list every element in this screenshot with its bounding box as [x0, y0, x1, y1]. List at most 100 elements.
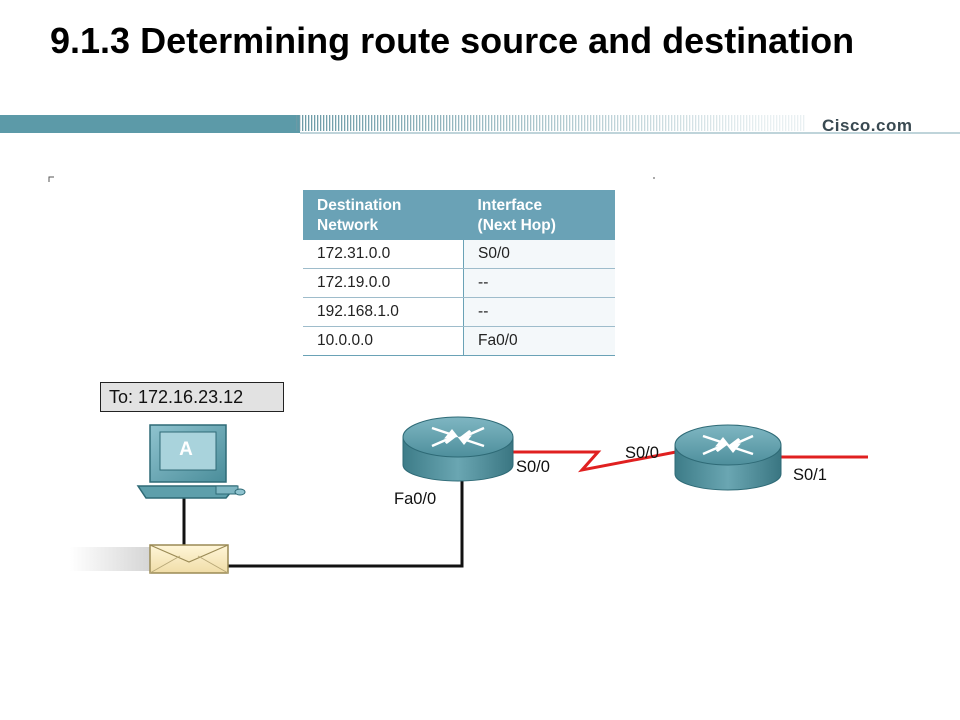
- barcode-stripe: [653, 115, 655, 131]
- barcode-stripe: [719, 115, 721, 131]
- interface-cell: Fa0/0: [463, 326, 615, 356]
- barcode-stripe: [332, 115, 334, 131]
- barcode-stripe: [443, 115, 445, 131]
- interface-cell: --: [463, 268, 615, 298]
- barcode-stripe: [386, 115, 388, 131]
- barcode-stripe: [467, 115, 469, 131]
- host-label: A: [179, 439, 193, 460]
- barcode-stripe: [326, 115, 328, 131]
- table-row: 10.0.0.0 Fa0/0: [303, 326, 615, 356]
- barcode-stripe: [299, 115, 301, 131]
- router2-serial-out-label: S0/1: [793, 466, 827, 484]
- packet-destination-label: To: 172.16.23.12: [100, 382, 284, 412]
- barcode-stripe: [656, 115, 658, 131]
- barcode-stripe: [608, 115, 610, 131]
- barcode-stripe: [488, 115, 490, 131]
- barcode-stripe: [461, 115, 463, 131]
- barcode-stripe: [554, 115, 556, 131]
- barcode-stripe: [458, 115, 460, 131]
- barcode-stripe: [665, 115, 667, 131]
- barcode-stripe: [743, 115, 745, 131]
- barcode-stripe: [722, 115, 724, 131]
- barcode-stripe: [509, 115, 511, 131]
- barcode-stripe: [524, 115, 526, 131]
- barcode-stripe: [635, 115, 637, 131]
- barcode-stripe: [593, 115, 595, 131]
- barcode-stripe: [485, 115, 487, 131]
- barcode-stripe: [464, 115, 466, 131]
- barcode-stripe: [785, 115, 787, 131]
- barcode-stripe: [590, 115, 592, 131]
- barcode-stripe: [539, 115, 541, 131]
- barcode-stripe: [320, 115, 322, 131]
- barcode-stripe: [686, 115, 688, 131]
- barcode-stripe: [392, 115, 394, 131]
- barcode-stripe: [542, 115, 544, 131]
- destination-cell: 172.19.0.0: [303, 268, 465, 298]
- barcode-stripe: [638, 115, 640, 131]
- barcode-stripe: [674, 115, 676, 131]
- barcode-stripe: [629, 115, 631, 131]
- barcode-stripe: [692, 115, 694, 131]
- barcode-stripe: [572, 115, 574, 131]
- column-header-interface: Interface (Next Hop): [463, 190, 615, 240]
- barcode-stripe: [305, 115, 307, 131]
- ethernet-link-router: [228, 480, 464, 568]
- barcode-stripe: [626, 115, 628, 131]
- router1-serial-label: S0/0: [516, 458, 550, 476]
- barcode-stripe: [455, 115, 457, 131]
- barcode-stripe: [428, 115, 430, 131]
- router-1-icon: [402, 416, 514, 482]
- barcode-stripe: [410, 115, 412, 131]
- barcode-stripe: [371, 115, 373, 131]
- barcode-stripe: [413, 115, 415, 131]
- barcode-stripe: [533, 115, 535, 131]
- motion-trail: [70, 547, 152, 571]
- barcode-stripe: [689, 115, 691, 131]
- barcode-stripe: [368, 115, 370, 131]
- barcode-stripe: [548, 115, 550, 131]
- barcode-stripe: [407, 115, 409, 131]
- barcode-stripe: [500, 115, 502, 131]
- barcode-stripe: [683, 115, 685, 131]
- barcode-stripe: [521, 115, 523, 131]
- corner-mark-left: [48, 176, 54, 182]
- barcode-stripe: [752, 115, 754, 131]
- barcode-stripe: [422, 115, 424, 131]
- table-row: 192.168.1.0 --: [303, 297, 615, 327]
- barcode-stripe: [362, 115, 364, 131]
- barcode-stripe: [749, 115, 751, 131]
- column-header-destination-network: Destination Network: [303, 190, 464, 240]
- barcode-stripe: [329, 115, 331, 131]
- barcode-stripe: [377, 115, 379, 131]
- barcode-stripe: [782, 115, 784, 131]
- host-computer-icon: [136, 424, 246, 499]
- barcode-stripe: [671, 115, 673, 131]
- barcode-stripe: [668, 115, 670, 131]
- barcode-stripe: [569, 115, 571, 131]
- barcode-stripe: [374, 115, 376, 131]
- barcode-stripe: [476, 115, 478, 131]
- barcode-stripe: [605, 115, 607, 131]
- barcode-stripe: [662, 115, 664, 131]
- barcode-stripe: [611, 115, 613, 131]
- barcode-stripe: [404, 115, 406, 131]
- barcode-stripe: [575, 115, 577, 131]
- barcode-stripe: [473, 115, 475, 131]
- barcode-stripe: [350, 115, 352, 131]
- barcode-stripe: [551, 115, 553, 131]
- barcode-stripe: [584, 115, 586, 131]
- barcode-stripe: [650, 115, 652, 131]
- barcode-stripe: [731, 115, 733, 131]
- barcode-stripe: [701, 115, 703, 131]
- barcode-stripe: [383, 115, 385, 131]
- barcode-stripe: [452, 115, 454, 131]
- barcode-stripe: [578, 115, 580, 131]
- barcode-stripe: [440, 115, 442, 131]
- barcode-stripe: [449, 115, 451, 131]
- barcode-stripe: [515, 115, 517, 131]
- barcode-stripe: [659, 115, 661, 131]
- barcode-stripe: [779, 115, 781, 131]
- barcode-stripe: [599, 115, 601, 131]
- barcode-stripe: [776, 115, 778, 131]
